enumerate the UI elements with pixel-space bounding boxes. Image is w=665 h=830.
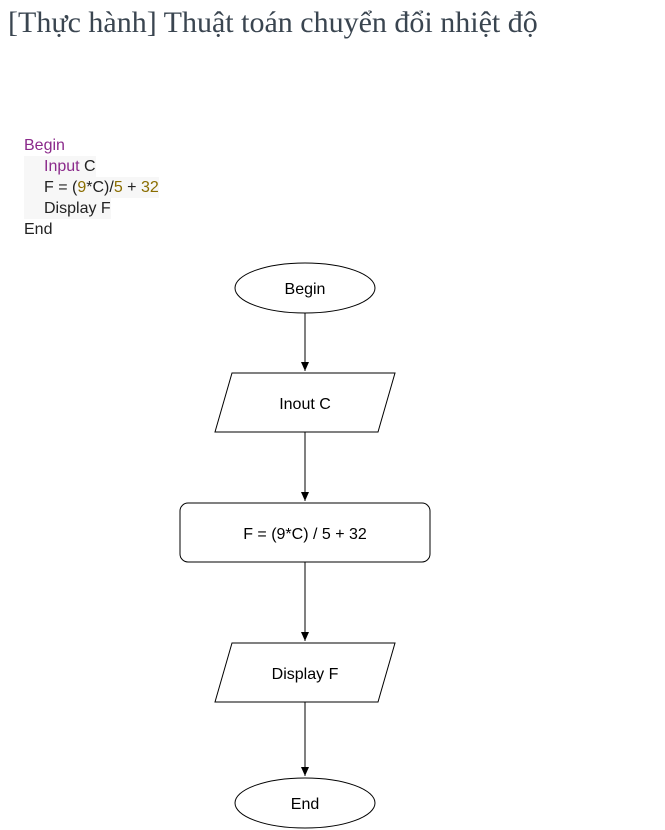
code-indent: F = (9*C)/5 + 32: [24, 177, 159, 198]
flow-begin-label: Begin: [285, 281, 326, 298]
pseudocode-block: Begin Input C F = (9*C)/5 + 32 Display F…: [24, 135, 159, 240]
code-input-var: C: [79, 158, 96, 175]
code-end-keyword: End: [24, 221, 53, 238]
code-number-9: 9: [77, 179, 87, 196]
code-input-keyword: Input: [44, 158, 80, 175]
code-line-display: Display F: [24, 198, 159, 219]
code-assign-mid: *C)/: [86, 179, 114, 196]
flow-process-label: F = (9*C) / 5 + 32: [243, 526, 367, 543]
code-line-end: End: [24, 219, 159, 240]
flow-output-label: Display F: [272, 666, 339, 683]
code-number-32: 32: [140, 179, 159, 196]
flow-end-label: End: [291, 796, 319, 813]
code-line-assign: F = (9*C)/5 + 32: [24, 177, 159, 198]
code-display: Display F: [24, 198, 111, 219]
code-indent: Input C: [24, 156, 96, 177]
code-assign-lhs: F = (: [44, 179, 78, 196]
flow-output-node: [214, 642, 396, 703]
code-line-input: Input C: [24, 156, 159, 177]
code-assign-plus: +: [122, 179, 141, 196]
code-number-5: 5: [113, 179, 123, 196]
code-begin-keyword: Begin: [24, 137, 65, 154]
flow-input-label: Inout C: [279, 396, 331, 413]
flow-end-terminal: [234, 777, 376, 829]
flow-input-node: [214, 372, 396, 433]
page-title: [Thực hành] Thuật toán chuyển đổi nhiệt …: [8, 6, 538, 39]
code-line-begin: Begin: [24, 135, 159, 156]
